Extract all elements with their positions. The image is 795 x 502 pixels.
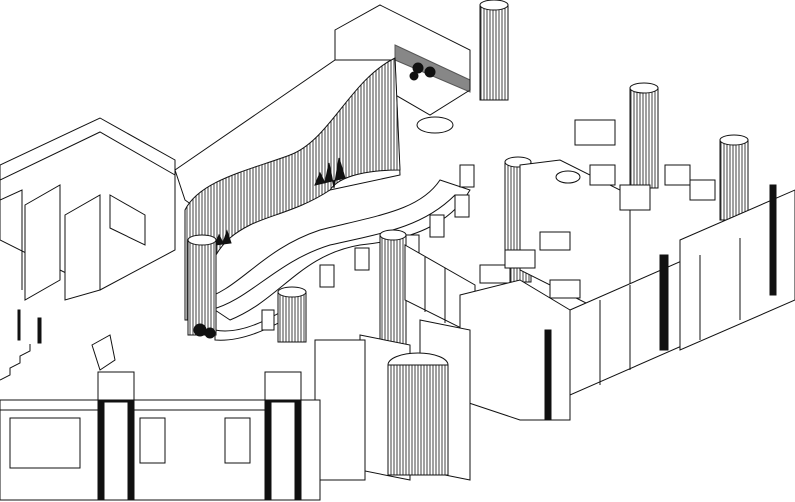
glass-storefront-right [569,184,795,396]
curved-bar-counter [198,179,471,341]
bar-stools [261,164,475,331]
left-room-walls [0,117,176,301]
front-facade [0,371,321,501]
staircase [0,309,116,381]
entrance-block [314,279,571,481]
wave-curtain-wall [184,57,401,321]
